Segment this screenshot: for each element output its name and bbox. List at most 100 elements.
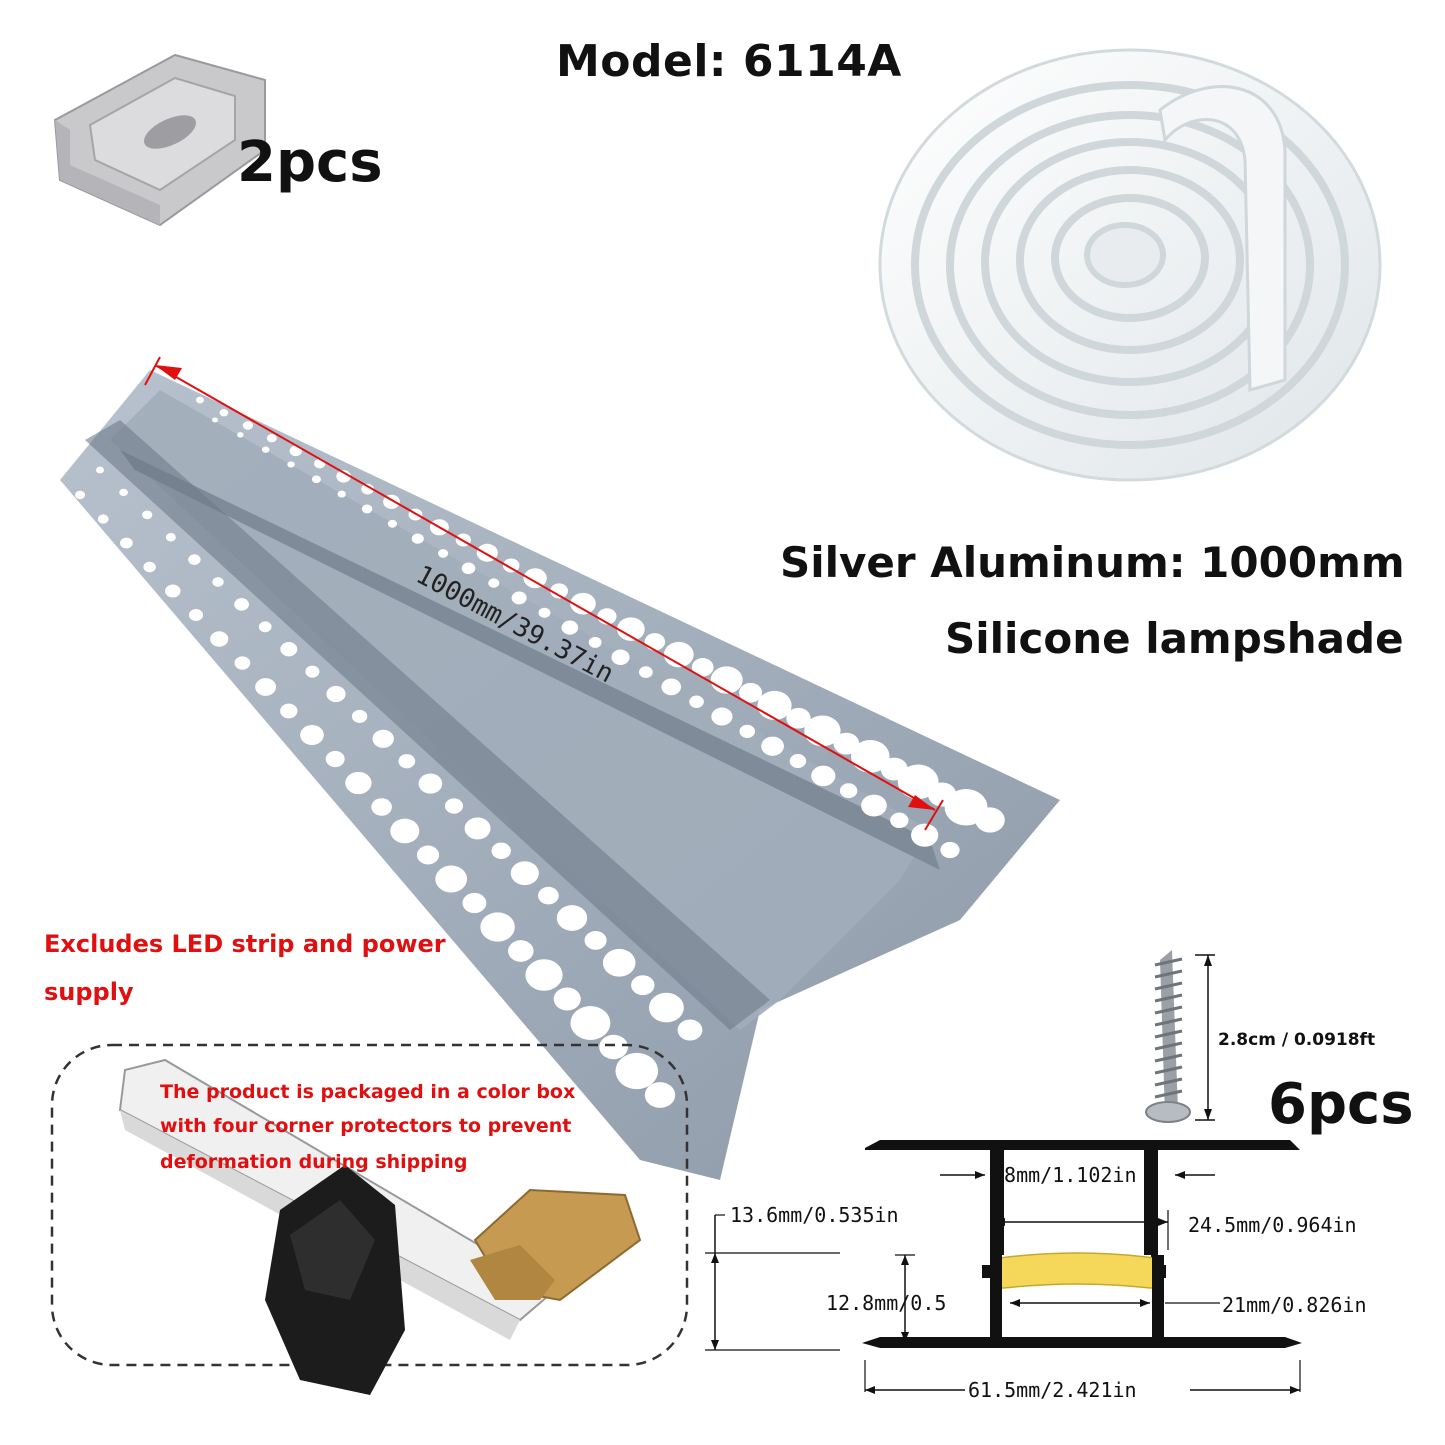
perforation-hole [196,396,204,404]
perforation-hole [638,666,653,678]
perforation-hole [411,533,424,544]
perforation-hole [599,1034,628,1060]
packaging-line-2: with four corner protectors to prevent [160,1115,572,1137]
screw-thread [1154,1005,1183,1015]
perforation-hole [570,1006,611,1040]
perforation-hole [570,592,596,615]
perforation-hole [663,641,694,668]
perforation-hole [711,707,733,726]
perforation-hole [839,783,858,799]
perforation-hole [739,724,756,738]
perforation-hole [561,620,579,635]
perforation-hole [97,514,109,524]
perforation-hole [789,754,807,769]
spec-lampshade: Silicone lampshade [945,614,1404,663]
perforation-hole [631,975,655,996]
perforation-hole [502,558,520,573]
screw-thread [1154,1077,1183,1087]
screw-count: 6pcs [1268,1072,1414,1137]
perforation-hole [337,490,346,498]
model-title: Model: 6114A [556,36,902,87]
perforation-hole [188,609,204,621]
cover-width-label: 24.5mm/0.964in [1188,1213,1357,1237]
perforation-hole [462,892,487,914]
perforation-hole [336,470,351,483]
perforation-hole [488,578,500,588]
perforation-hole [325,750,345,768]
perforation-hole [833,732,860,755]
perforation-hole [691,658,714,677]
screw-thread [1154,957,1183,967]
perforation-hole [677,1019,703,1041]
perforation-hole [491,842,511,860]
perforation-hole [351,709,368,723]
perforation-hole [615,1052,659,1090]
perforation-hole [142,510,153,520]
aluminum-profile-image [60,370,1060,1180]
perforation-hole [435,865,468,893]
height-inner-label: 12.8mm/0.5 [826,1291,947,1315]
perforation-hole [234,656,251,670]
perforation-hole [311,475,321,484]
perforation-hole [96,466,104,474]
perforation-hole [280,641,298,657]
perforation-hole [617,617,645,641]
perforation-hole [212,417,218,423]
perforation-hole [75,490,85,500]
perforation-hole [444,798,464,814]
end-cap-count: 2pcs [237,130,383,195]
screw-thread [1154,969,1183,979]
perforation-hole [786,707,811,729]
perforation-hole [345,771,372,795]
perforation-hole [280,703,298,719]
cross-section-drawing [705,1140,1301,1394]
end-cap-image [53,53,266,227]
excludes-warning: Excludes LED strip and power supply [44,930,446,1006]
perforation-hole [398,754,416,769]
perforation-hole [165,584,181,598]
perforation-hole [911,823,939,847]
perforation-hole [553,987,581,1011]
perforation-hole [210,631,229,647]
perforation-hole [511,591,527,605]
perforation-hole [371,798,392,816]
perforation-hole [811,765,836,787]
screw-thread [1154,1041,1183,1051]
perforation-hole [387,519,398,528]
perforation-hole [237,432,244,438]
screw-thread [1154,1089,1183,1099]
screw-thread [1154,1029,1183,1039]
perforation-hole [300,724,324,746]
perforation-hole [143,561,156,573]
perforation-hole [305,665,320,678]
perforation-hole [648,992,684,1023]
perforation-hole [804,715,841,747]
inner-width-label: 21mm/0.826in [1222,1293,1367,1317]
perforation-hole [266,433,277,443]
perforation-hole [602,948,636,977]
perforation-hole [538,607,551,618]
perforation-hole [212,577,224,587]
perforation-hole [464,817,491,840]
perforation-hole [390,818,420,844]
length-arrow [144,356,944,831]
perforation-hole [258,621,272,633]
base-width-label: 61.5mm/2.421in [968,1378,1137,1402]
perforation-hole [584,931,607,950]
perforation-hole [480,912,515,942]
screw-thread [1154,1017,1183,1027]
height-total-label: 13.6mm/0.535in [730,1203,899,1227]
perforation-hole [255,678,277,696]
perforation-hole [361,504,373,514]
perforation-hole [525,959,563,991]
perforation-hole [851,739,890,773]
perforation-hole [372,729,394,748]
perforation-hole [242,421,253,430]
perforation-hole [287,461,295,468]
perforation-hole [661,678,682,696]
perforation-hole [234,598,249,611]
screw-image [1145,950,1215,1123]
perforation-hole [188,554,201,565]
perforation-hole [644,1082,676,1108]
